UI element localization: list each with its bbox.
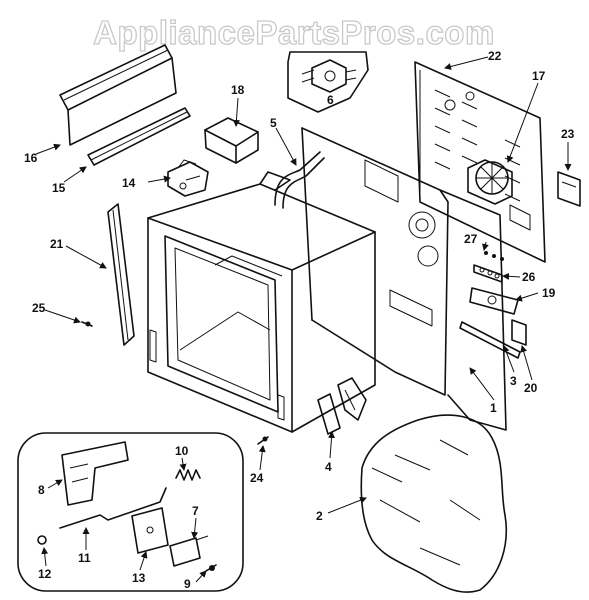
leader-lines bbox=[35, 56, 572, 583]
part-27-screws bbox=[484, 251, 504, 261]
label-9: 9 bbox=[184, 577, 191, 591]
label-27: 27 bbox=[464, 232, 478, 246]
part-22-rear-panel bbox=[414, 61, 546, 263]
part-18-block bbox=[204, 117, 259, 164]
label-26: 26 bbox=[522, 270, 536, 284]
part-5-tube bbox=[274, 151, 325, 209]
part-21-side-trim bbox=[107, 203, 135, 346]
label-1: 1 bbox=[490, 401, 497, 415]
label-3: 3 bbox=[510, 374, 517, 388]
label-19: 19 bbox=[542, 286, 556, 300]
label-25: 25 bbox=[32, 301, 46, 315]
part-19-box bbox=[469, 287, 519, 315]
part-1-back-panel bbox=[301, 127, 507, 431]
label-13: 13 bbox=[132, 571, 146, 585]
part-3-bar bbox=[459, 321, 521, 359]
label-2: 2 bbox=[316, 509, 323, 523]
oven-cavity bbox=[147, 171, 376, 433]
detail-inset bbox=[17, 432, 244, 592]
label-20: 20 bbox=[524, 381, 538, 395]
part-4-hinge bbox=[317, 377, 367, 435]
part-14-switch bbox=[167, 159, 209, 197]
label-18: 18 bbox=[231, 83, 245, 97]
label-6: 6 bbox=[327, 93, 334, 107]
watermark-text: AppliancePartsPros.com bbox=[93, 14, 495, 51]
label-7: 7 bbox=[192, 504, 199, 518]
part-17-fan bbox=[467, 159, 513, 205]
label-12: 12 bbox=[38, 567, 52, 581]
label-17: 17 bbox=[532, 69, 546, 83]
part-24-screw bbox=[257, 436, 269, 445]
label-16: 16 bbox=[24, 151, 38, 165]
label-23: 23 bbox=[561, 127, 575, 141]
label-21: 21 bbox=[50, 237, 64, 251]
part-23-cover bbox=[557, 171, 581, 207]
label-11: 11 bbox=[78, 551, 91, 565]
part-15-rail bbox=[87, 107, 191, 166]
part-labels: 16 15 18 14 6 5 22 17 23 21 25 27 26 19 … bbox=[24, 49, 575, 591]
part-6-inset bbox=[287, 51, 369, 113]
label-5: 5 bbox=[270, 116, 277, 130]
label-10: 10 bbox=[175, 444, 189, 458]
part-25-screw bbox=[81, 321, 93, 327]
label-22: 22 bbox=[488, 49, 502, 63]
label-8: 8 bbox=[38, 483, 45, 497]
label-14: 14 bbox=[122, 176, 136, 190]
part-16-bracket bbox=[59, 44, 177, 146]
label-24: 24 bbox=[250, 471, 264, 485]
part-20-plate bbox=[511, 319, 527, 346]
label-4: 4 bbox=[325, 460, 332, 474]
part-2-insulation bbox=[360, 414, 508, 593]
label-15: 15 bbox=[52, 181, 66, 195]
part-26-terminal bbox=[473, 264, 503, 283]
